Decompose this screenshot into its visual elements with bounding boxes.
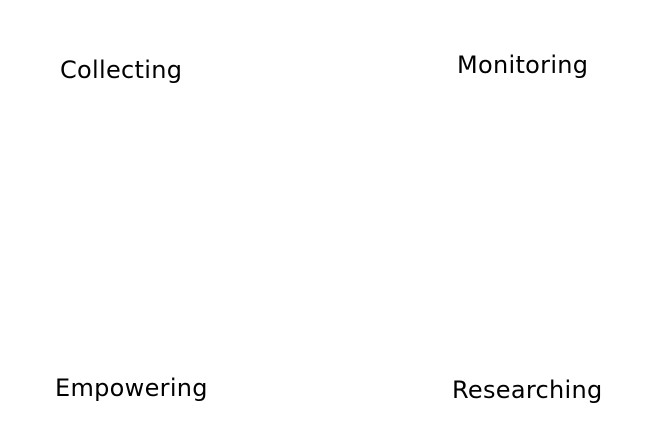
label-empowering: Empowering bbox=[55, 374, 208, 402]
label-monitoring: Monitoring bbox=[457, 51, 589, 79]
label-researching: Researching bbox=[452, 376, 603, 404]
label-collecting: Collecting bbox=[60, 56, 183, 84]
